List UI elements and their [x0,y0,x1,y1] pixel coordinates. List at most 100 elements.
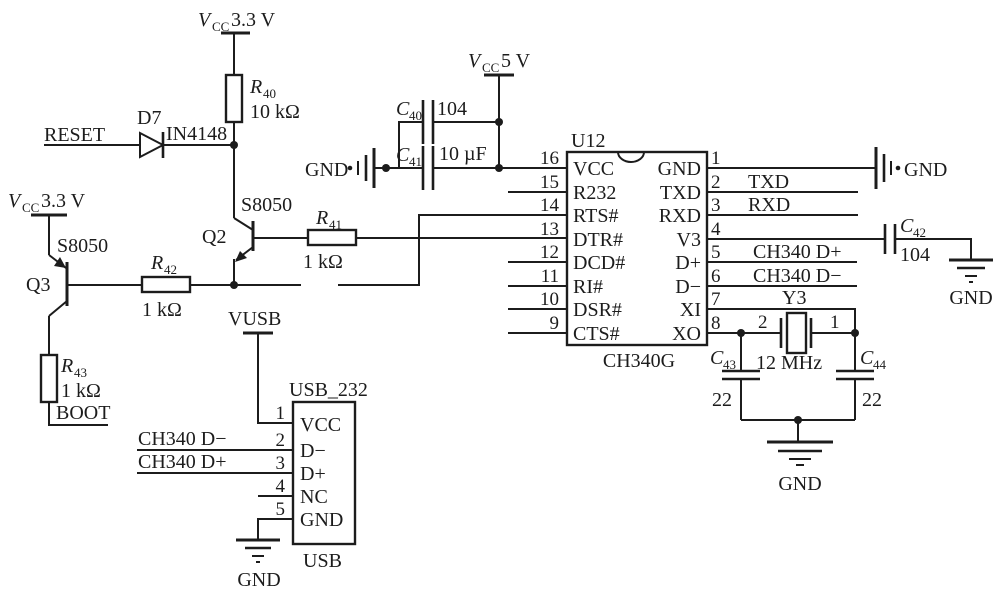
reset-net: RESET [44,124,140,146]
pin-num: 2 [276,430,286,451]
txd-net: TXD [707,171,858,193]
pin-num: 11 [541,266,559,287]
c42-ref: C [900,215,914,237]
emitter-arrow [54,257,66,268]
boot-label: BOOT [56,402,110,424]
resistor-body [140,275,192,294]
c42-sub: 42 [913,225,926,240]
gnd-label: GND [305,159,348,181]
pin-name: V3 [677,229,701,251]
pin-num: 2 [711,172,721,193]
pin-name: R232 [573,182,616,204]
c42-value: 104 [900,244,930,266]
emitter-arrow [235,251,247,262]
reset-label: RESET [44,124,105,146]
y3-pin2: 2 [758,312,768,333]
wire-gnd [257,518,293,540]
r43-value: 1 kΩ [61,380,101,402]
usb-ref: USB_232 [289,379,368,401]
pin-name: GND [658,158,701,180]
ic-notch [617,151,645,163]
pin-name: XI [680,299,701,321]
r42-ref: R [150,252,163,274]
vcc33-top-value: 3.3 V [231,9,276,31]
ch340-dp-label: CH340 D+ [138,451,227,473]
pin-num: 15 [540,172,559,193]
transistor-q2: S8050 Q2 [202,145,308,289]
r40-ref: R [249,76,262,98]
pin-num: 1 [276,403,286,424]
q3-ref: Q3 [26,274,50,296]
wire [895,238,972,260]
q3-part: S8050 [57,235,108,257]
c40-ref: C [396,98,410,120]
pin-num: 9 [550,313,560,334]
pin-name: D+ [300,463,326,485]
pin-name: RXD [659,205,701,227]
c41-value: 10 µF [439,143,487,165]
resistor-body [306,228,358,247]
r41-sub: 41 [329,217,342,232]
pin-name: D− [300,440,326,462]
ch340-dm-net: CH340 D− [707,265,857,287]
transistor-q3: S8050 Q3 [26,215,108,355]
vcc5-rail: V CC 5 V [468,50,531,168]
txd-label: TXD [748,171,789,193]
pin-num: 3 [711,195,721,216]
pin-num: 16 [540,148,559,169]
vcc33-top-ref: V [198,9,213,31]
u12-part: CH340G [603,350,675,372]
connector-body [291,400,357,546]
pin-num: 5 [276,499,286,520]
pin-num: 1 [711,148,721,169]
pin-name: DTR# [573,229,623,251]
ground-dot [895,165,901,171]
rxd-net: RXD [707,194,858,216]
pin-name: D− [675,276,701,298]
r43-sub: 43 [74,365,87,380]
capacitor-c41: C 41 10 µF [374,143,567,190]
vcc5-sub: CC [482,60,499,75]
gnd-label: GND [237,569,280,591]
r40-value: 10 kΩ [250,101,300,123]
crystal-body [785,311,808,355]
pin-name: DCD# [573,252,625,274]
wire-xi [707,308,856,333]
c44-value: 22 [862,389,882,411]
pin-num: 7 [711,289,721,310]
pin-num: 4 [711,219,721,240]
pin-num: 4 [276,476,286,497]
rxd-label: RXD [748,194,790,216]
vusb-rail: VUSB [228,308,293,424]
capacitor-c44: C 44 22 [836,333,887,420]
pin-num: 8 [711,313,721,334]
r43-ref: R [60,355,73,377]
c40-value: 104 [437,98,467,120]
pin-name: VCC [573,158,614,180]
capacitor-c42: GND C 42 104 [707,215,993,309]
diode-d7: D7 IN4148 [137,107,238,159]
gnd-label: GND [949,287,992,309]
c41-sub: 41 [409,154,422,169]
pin-name: RI# [573,276,603,298]
c44-ref: C [860,347,874,369]
c44-sub: 44 [873,357,887,372]
ch340-dm-label: CH340 D− [138,428,227,450]
vcc5-ref: V [468,50,483,72]
pin-num: 12 [540,242,559,263]
q2-ref: Q2 [202,226,226,248]
pin-num: 5 [711,242,721,263]
y3-value: 12 MHz [756,352,822,374]
collector-diagonal [233,217,254,231]
resistor-body [39,353,59,404]
vusb-label: VUSB [228,308,281,330]
c43-sub: 43 [723,357,736,372]
ic-u12: U12 CH340G 16 15 14 13 12 11 10 9 VCC R2… [508,130,721,372]
ch340-dp-net: CH340 D+ [707,241,857,263]
vcc33-left-value: 3.3 V [41,190,86,212]
wire [398,121,423,168]
vcc33-top-rail: V CC 3.3 V [198,9,276,75]
vcc33-left-ref: V [8,190,23,212]
usb-connector: USB_232 USB CH340 D− CH340 D+ 1 2 3 4 5 … [137,379,368,591]
c40-sub: 40 [409,108,422,123]
